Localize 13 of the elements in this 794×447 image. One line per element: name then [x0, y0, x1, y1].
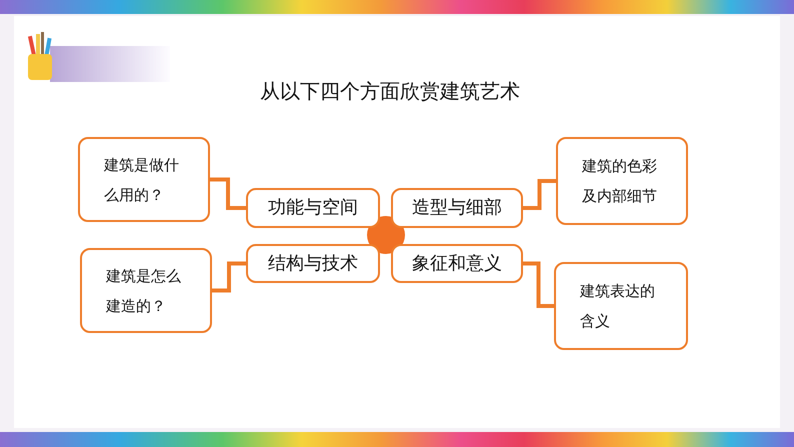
topic-box: 造型与细部: [391, 188, 523, 228]
title: 从以下四个方面欣赏建筑艺术: [259, 78, 521, 105]
topic-box: 象征和意义: [391, 244, 523, 283]
connector-line: [212, 262, 246, 292]
question-box: 建筑的色彩及内部细节: [556, 137, 688, 225]
question-box: 建筑表达的含义: [554, 262, 688, 350]
connector-line: [523, 179, 556, 210]
connector-line: [523, 262, 554, 308]
topic-box: 结构与技术: [246, 244, 380, 283]
question-box: 建筑是做什么用的？: [78, 137, 210, 222]
topic-box: 功能与空间: [246, 188, 380, 228]
question-box: 建筑是怎么建造的？: [80, 248, 212, 333]
connector-line: [210, 178, 246, 210]
